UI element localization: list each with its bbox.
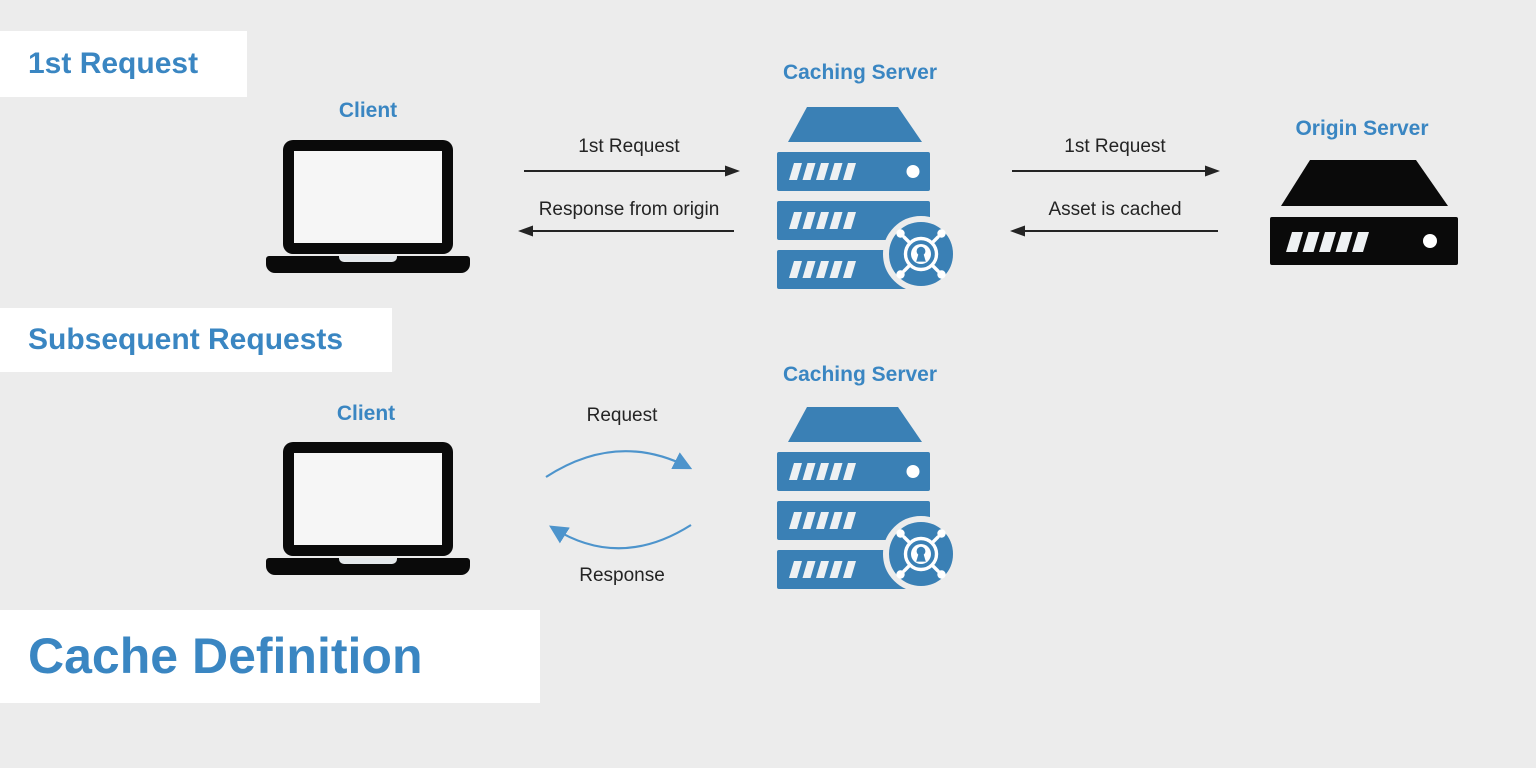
laptop-screen [283,140,453,254]
subsequent-exchange-arrows: Request Response [540,405,704,595]
server-icon [1270,160,1458,265]
cache-to-origin-return-label: Asset is cached [1048,199,1182,220]
laptop-base [266,558,470,575]
caching-server-top-label: Caching Server [782,61,938,84]
client-to-cache-forward-label: 1st Request [578,136,680,157]
laptop-icon [266,442,470,575]
origin-server-label: Origin Server [1295,117,1429,140]
laptop-screen [283,442,453,556]
first-request-heading-text: 1st Request [28,47,199,80]
client-bottom-label: Client [336,402,396,425]
cache-origin-arrows: 1st Request Asset is cached [1008,136,1222,240]
section-heading-cache-definition: Cache Definition [0,610,540,703]
laptop-base [266,256,470,273]
security-lock-badge-icon [883,216,959,292]
right-arrow-icon [1012,165,1220,177]
caching-server-bottom-label: Caching Server [782,363,938,386]
client-to-cache-return-label: Response from origin [538,199,720,220]
left-arrow-icon [518,225,734,237]
client-top-label: Client [338,99,398,122]
cache-definition-heading-text: Cache Definition [28,628,423,684]
section-heading-subsequent-requests: Subsequent Requests [0,308,392,372]
subsequent-requests-heading-text: Subsequent Requests [28,323,344,356]
laptop-icon [266,140,470,273]
right-arrow-icon [524,165,740,177]
security-lock-badge-icon [883,516,959,592]
circular-arrows-icon [545,450,693,550]
left-arrow-icon [1010,225,1218,237]
request-label: Request [586,405,658,426]
response-label: Response [579,565,665,586]
section-heading-first-request: 1st Request [0,31,247,97]
server-stack-security-icon [777,407,959,592]
client-cache-arrows: 1st Request Response from origin [516,136,742,240]
cache-to-origin-forward-label: 1st Request [1064,136,1166,157]
server-stack-security-icon [777,107,959,292]
